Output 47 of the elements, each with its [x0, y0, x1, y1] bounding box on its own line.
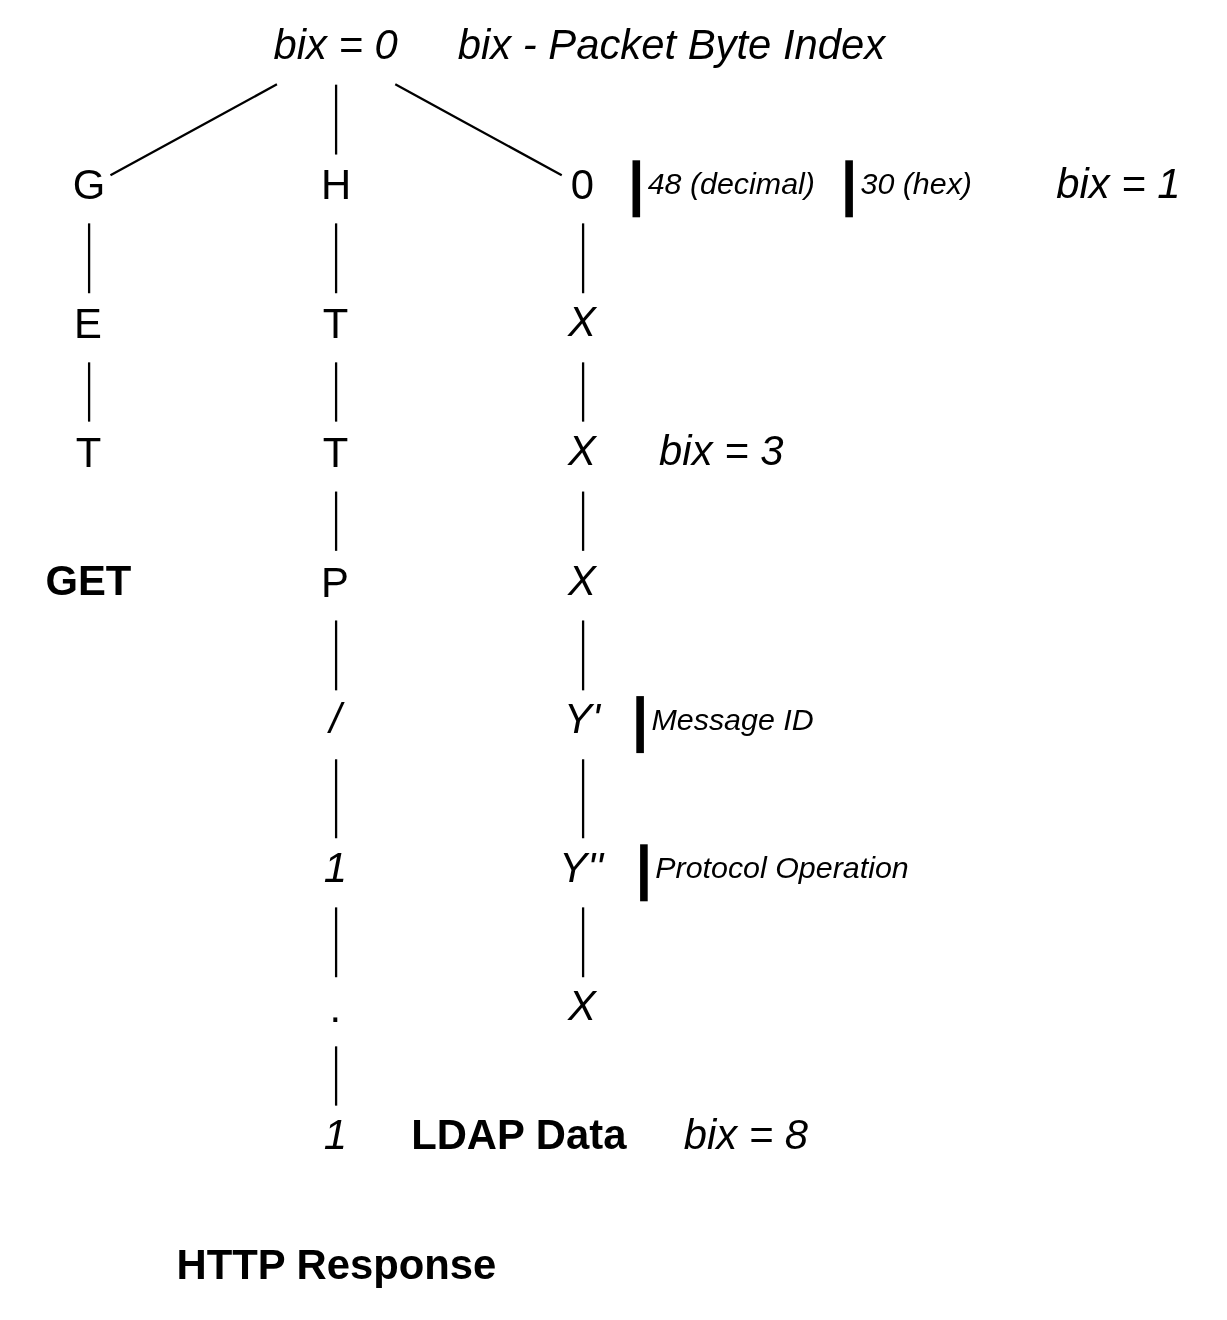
node-text: E [73, 300, 102, 348]
connector [334, 362, 338, 422]
connector [581, 362, 585, 422]
node-text: T [75, 429, 102, 477]
connector [581, 907, 585, 978]
node-text: X [567, 427, 596, 475]
node-text: P [320, 558, 349, 606]
connector [581, 620, 585, 691]
label: bix = 1 [1056, 159, 1181, 207]
node-text: G [72, 161, 106, 209]
label: GET [45, 556, 132, 604]
node-text: X [567, 556, 596, 604]
connector [581, 223, 585, 294]
label: LDAP Data [411, 1111, 627, 1159]
label: bix = 3 [659, 427, 784, 475]
label: bix = 8 [683, 1111, 809, 1159]
connector [87, 362, 91, 422]
node-text: 1 [323, 843, 347, 891]
connector [109, 83, 278, 177]
node-label: Message ID [651, 701, 814, 736]
node-text: T [322, 300, 349, 348]
node-text: X [567, 982, 596, 1030]
node-label: 48 (decimal) [647, 166, 815, 201]
connector [394, 83, 563, 177]
node-text: Y' [564, 695, 600, 743]
connector [334, 759, 338, 839]
node-text: 0 [570, 161, 594, 209]
node-text: bix = 0 [273, 20, 398, 68]
connector [581, 759, 585, 839]
node-text: . [329, 984, 342, 1032]
label: HTTP Response [176, 1240, 497, 1288]
node-label: Protocol Operation [655, 850, 909, 885]
connector [87, 223, 91, 294]
label: bix - Packet Byte Index [457, 20, 886, 68]
connector [334, 84, 338, 155]
node-text: T [322, 429, 349, 477]
node-label: 30 (hex) [860, 166, 972, 201]
connector [334, 907, 338, 978]
node-text: 1 [323, 1111, 347, 1159]
connector [334, 491, 338, 551]
node-text: X [567, 298, 596, 346]
connector [334, 1046, 338, 1106]
connector [334, 223, 338, 294]
node-text: Y'' [559, 843, 604, 891]
connector [581, 491, 585, 551]
node-text: H [320, 161, 352, 209]
connector [334, 620, 338, 691]
